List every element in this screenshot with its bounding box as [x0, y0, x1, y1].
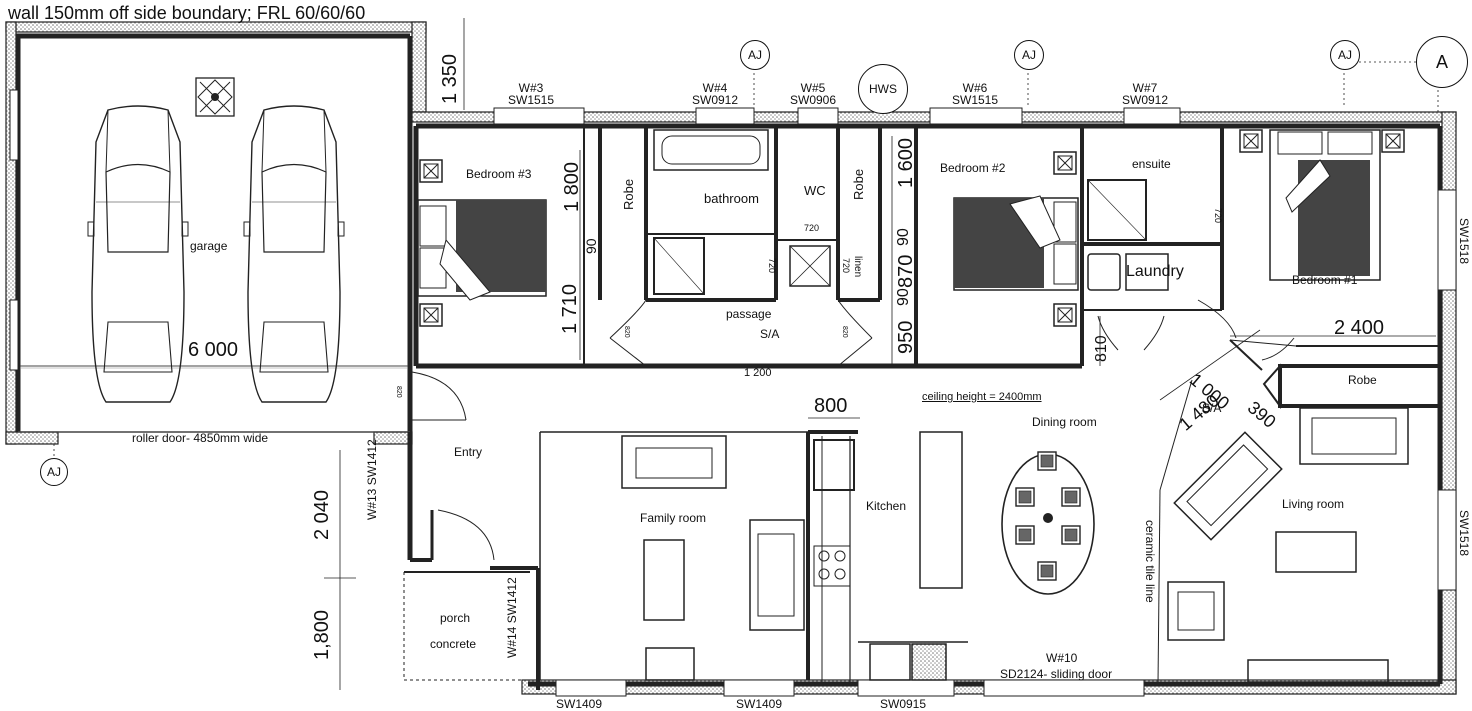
car-right: [243, 105, 345, 403]
window-w10: W#10: [1046, 651, 1078, 665]
room-ensuite-label: ensuite: [1132, 157, 1171, 171]
room-family-label: Family room: [640, 511, 707, 525]
section-tag-a: A: [1416, 36, 1468, 88]
dim-810: 810: [1093, 335, 1110, 362]
dim-90-b: 90: [895, 228, 912, 246]
room-wc-label: WC: [804, 183, 826, 198]
bedroom3-bedside-top: [419, 159, 443, 183]
dim-6000: 6 000: [188, 339, 239, 361]
dim-820-a: 820: [623, 326, 630, 338]
bedroom1-bedside-left: [1239, 129, 1263, 153]
dim-1600: 1 600: [895, 137, 917, 188]
robe-passage-label: Robe: [851, 168, 866, 200]
bedroom2-bed: [953, 195, 1079, 291]
bedroom1-bedside-right: [1381, 129, 1405, 153]
dim-90-a: 90: [583, 238, 599, 254]
dim-800: 800: [814, 395, 848, 417]
garage-floor-drain: [195, 77, 235, 117]
dim-720-wc: 720: [804, 223, 820, 233]
ceiling-height-note: ceiling height = 2400mm: [922, 391, 1042, 403]
boundary-note: wall 150mm off side boundary; FRL 60/60/…: [8, 3, 366, 23]
room-living-label: Living room: [1282, 497, 1345, 511]
dim-720-ensuite: 720: [1213, 208, 1223, 224]
room-passage-label: passage: [726, 307, 772, 321]
hot-water-system-tag: HWS: [858, 64, 908, 114]
room-porch-label: porch: [440, 611, 471, 625]
room-dining-label: Dining room: [1032, 415, 1097, 429]
roller-door-label: roller door- 4850mm wide: [132, 431, 269, 445]
window-w10-code: SD2124- sliding door: [1000, 667, 1113, 681]
dim-1710: 1 710: [559, 283, 581, 334]
section-tag-aj-3: AJ: [1330, 40, 1360, 70]
linen-label: linen: [852, 256, 863, 278]
dim-720-linen: 720: [841, 258, 851, 274]
window-bottom-1: SW1409: [556, 697, 603, 711]
room-laundry-label: Laundry: [1126, 263, 1184, 280]
living-wing-walls: [403, 371, 1409, 690]
dim-720-bath: 720: [767, 258, 777, 274]
bedroom3-bed: [417, 199, 547, 301]
smoke-alarm-passage: S/A: [760, 327, 780, 341]
porch-surface-label: concrete: [430, 637, 477, 651]
dim-2040: 2 040: [311, 489, 333, 540]
bedroom2-bedside-bottom: [1053, 303, 1077, 327]
dim-1200: 1 200: [744, 367, 772, 379]
dim-1800-porch: 1,800: [311, 609, 333, 660]
window-bottom-3: SW0915: [880, 697, 927, 711]
section-tag-aj-4: AJ: [40, 458, 68, 486]
window-w14: W#14 SW1412: [505, 577, 519, 658]
dimension-lines: [324, 18, 1436, 690]
room-garage-label: garage: [190, 239, 228, 253]
bedroom1-bed: [1269, 129, 1381, 281]
window-sw1518-upper: SW1518: [1457, 218, 1471, 265]
room-bedroom2-label: Bedroom #2: [940, 161, 1006, 175]
room-bedroom3-label: Bedroom #3: [466, 167, 532, 181]
window-sw1518-lower: SW1518: [1457, 510, 1471, 557]
section-tag-aj-1: AJ: [740, 40, 770, 70]
interior-walls: [416, 126, 1442, 410]
robe-bedroom1-label: Robe: [1348, 373, 1377, 387]
section-tag-aj-2: AJ: [1014, 40, 1044, 70]
garage-walls: [5, 21, 427, 445]
dim-1350: 1 350: [439, 53, 461, 104]
robe-bedroom3-label: Robe: [621, 178, 636, 210]
window-bottom-2: SW1409: [736, 697, 783, 711]
dim-1800-bedroom3: 1 800: [561, 161, 583, 212]
room-kitchen-label: Kitchen: [866, 499, 907, 513]
bedroom2-bedside-top: [1053, 151, 1077, 175]
dim-90-c: 90: [895, 288, 912, 306]
dim-2400: 2 400: [1334, 317, 1385, 339]
dining-chairs: [1015, 451, 1081, 581]
ceramic-tile-line-label: ceramic tile line: [1143, 520, 1157, 603]
room-entry-label: Entry: [454, 445, 483, 459]
room-bathroom-label: bathroom: [704, 191, 759, 206]
bedroom3-bedside-bottom: [419, 303, 443, 327]
dim-870: 870: [895, 254, 917, 288]
room-bedroom1-label: Bedroom #1: [1292, 273, 1358, 287]
dim-950: 950: [895, 320, 917, 354]
house-walls: [411, 107, 1457, 697]
dim-820-c: 820: [395, 386, 402, 398]
smoke-alarm-bed1: S/A: [1202, 401, 1222, 415]
dim-820-b: 820: [841, 326, 848, 338]
window-w13: W#13 SW1412: [365, 439, 379, 520]
car-left: [87, 105, 189, 403]
